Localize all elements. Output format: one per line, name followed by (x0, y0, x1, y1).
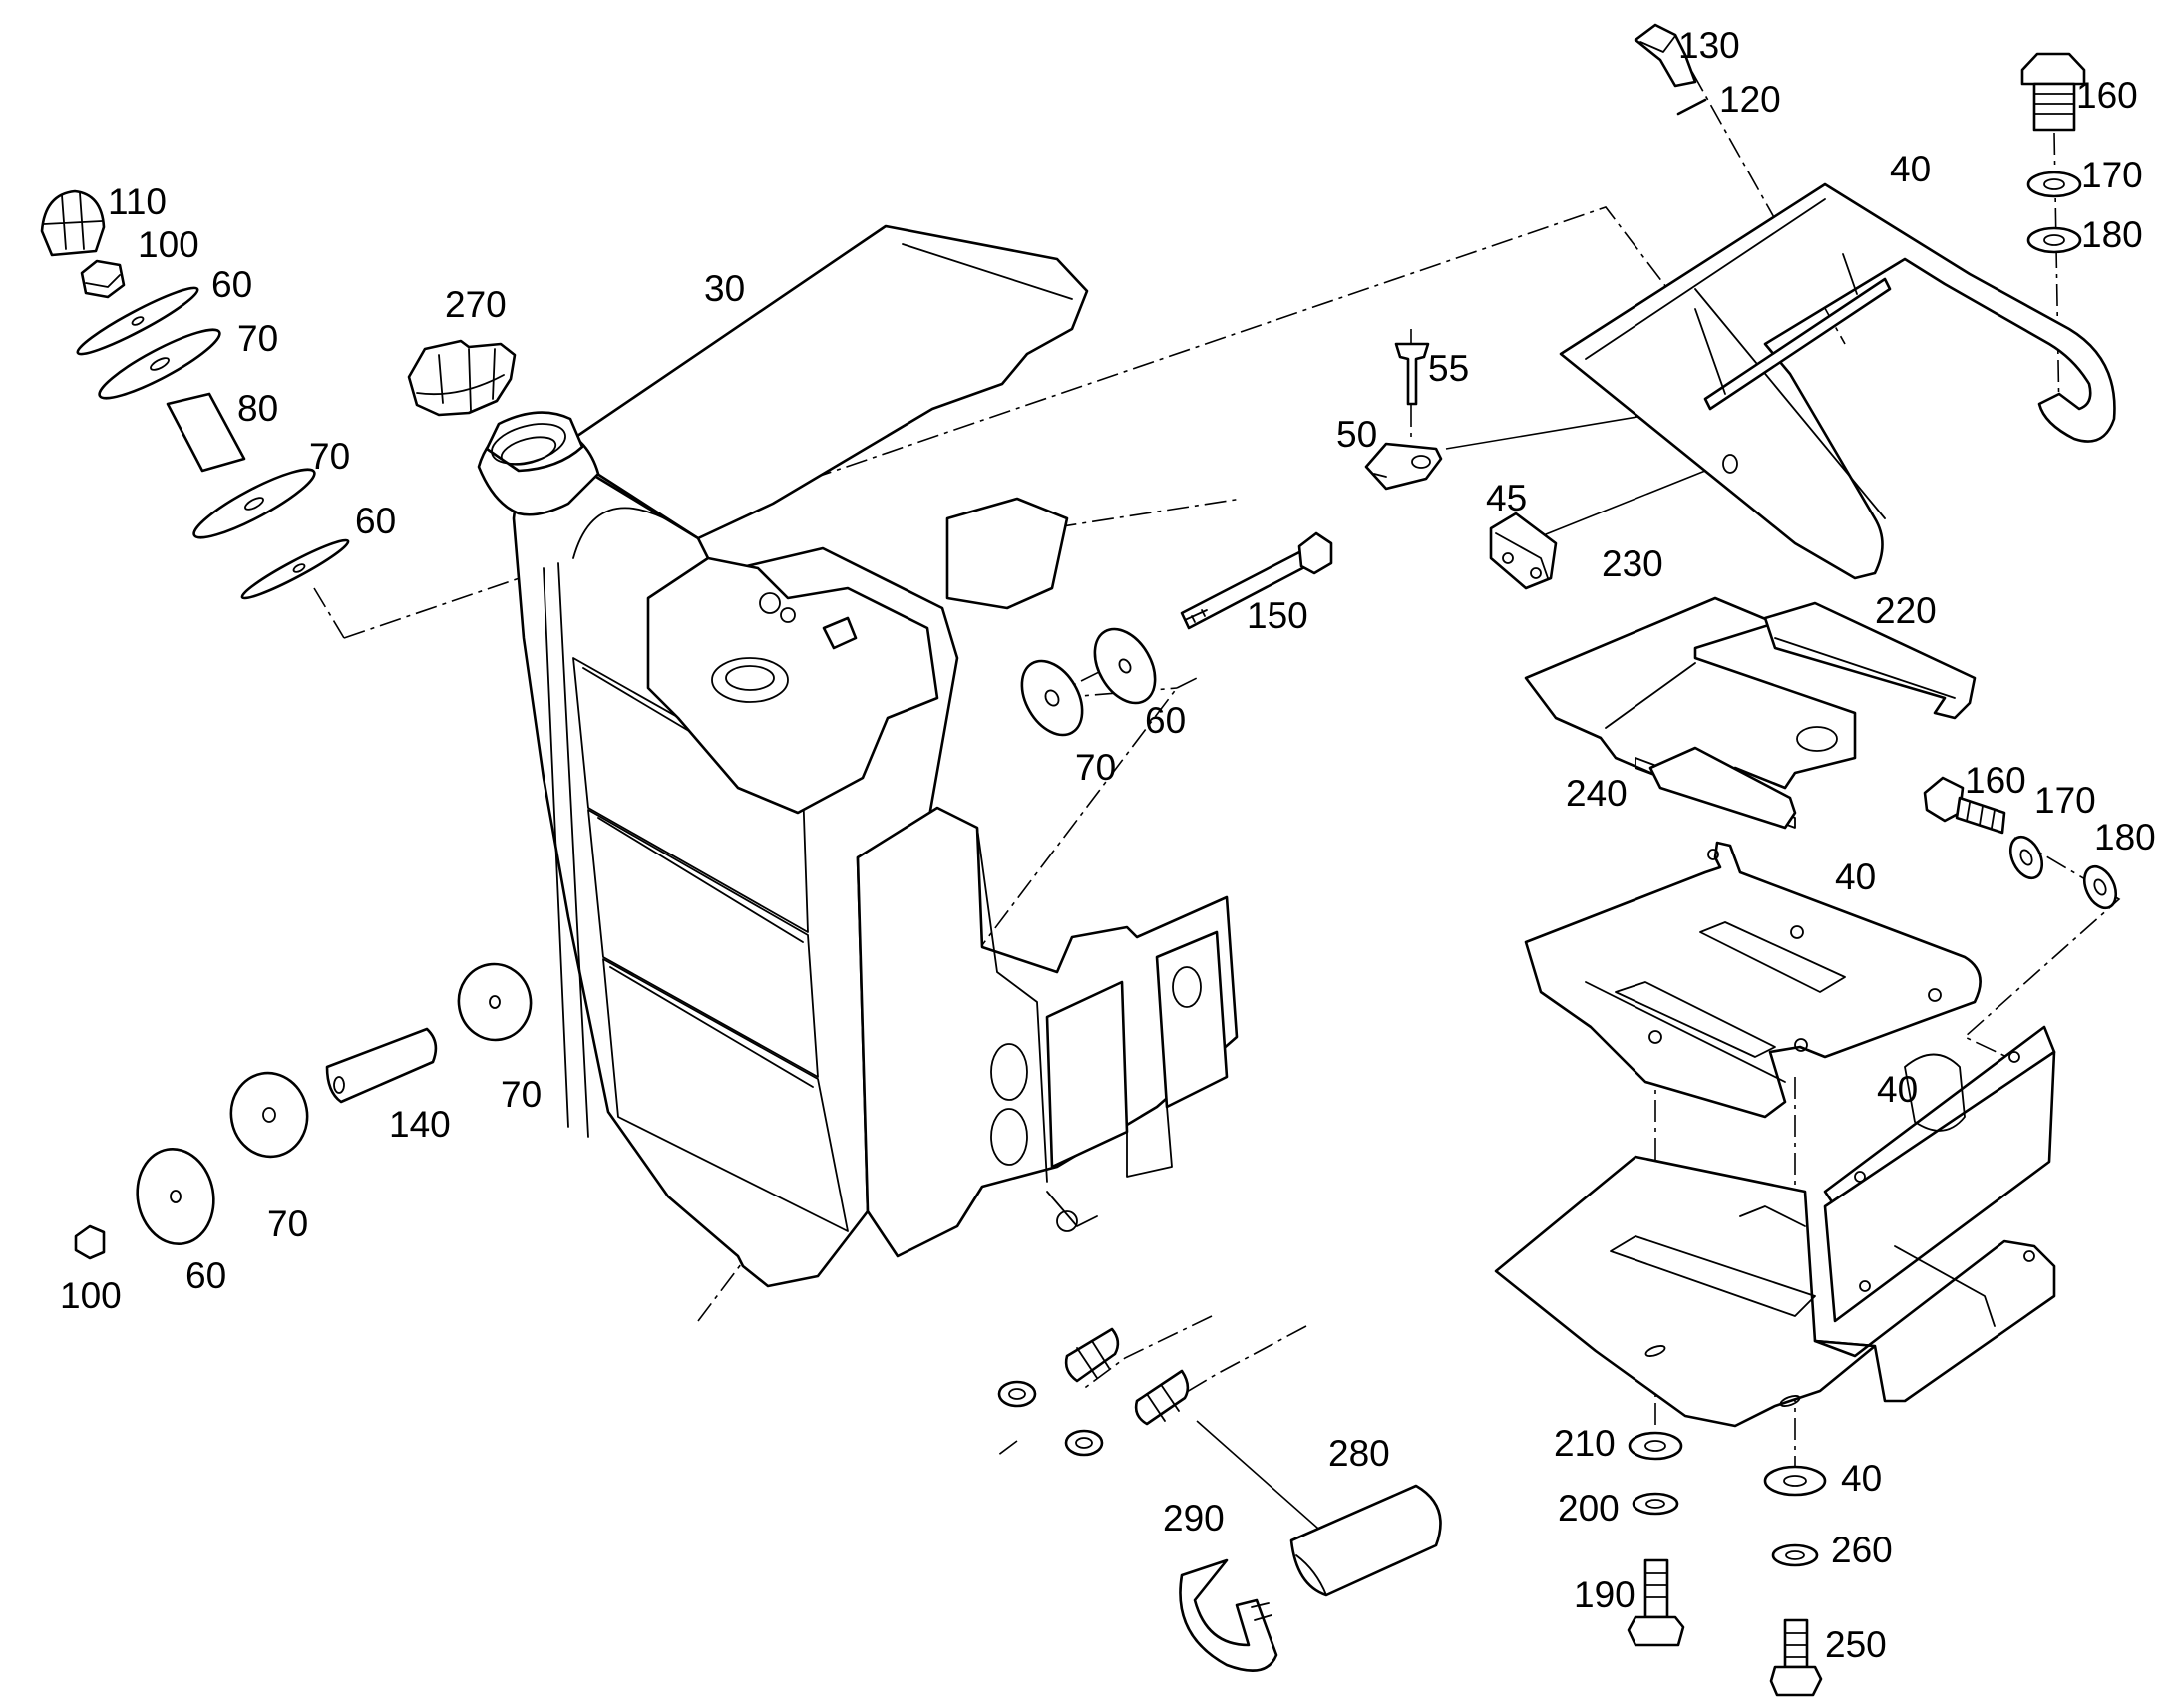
callout-60: 60 (1145, 700, 1186, 741)
callout-70: 70 (267, 1203, 308, 1244)
callout-250: 250 (1825, 1624, 1887, 1665)
callout-270: 270 (445, 284, 507, 325)
washer-70-lower (192, 468, 316, 539)
bolt-160-right (1923, 776, 2006, 835)
bracket-40-top (1559, 182, 2116, 580)
hex-nut-100 (80, 259, 126, 299)
callout-290: 290 (1163, 1498, 1225, 1538)
washer-260 (1771, 1543, 1819, 1567)
washer-70-mid (1020, 659, 1084, 737)
leader-lines (1196, 413, 1731, 1537)
washer-170-right (2008, 835, 2044, 880)
callout-45: 45 (1486, 478, 1527, 518)
callout-40: 40 (1835, 856, 1876, 897)
callout-180: 180 (2081, 214, 2143, 255)
callout-150: 150 (1247, 595, 1308, 636)
callout-190: 190 (1574, 1574, 1635, 1615)
callout-280: 280 (1328, 1433, 1390, 1474)
callout-labels: 110 100 60 70 80 70 60 270 30 130 120 40… (60, 25, 2156, 1665)
cap-nut-110 (40, 189, 106, 257)
callout-60: 60 (211, 264, 252, 305)
callout-40: 40 (1841, 1458, 1882, 1499)
callout-55: 55 (1428, 348, 1469, 389)
washer-60-left (136, 1147, 215, 1246)
washer-180-top (2026, 226, 2082, 254)
washer-60-lower (240, 538, 350, 600)
callout-220: 220 (1875, 590, 1937, 631)
callout-240: 240 (1566, 773, 1628, 814)
washer-40 (1763, 1465, 1827, 1497)
left-bottom-stack (74, 962, 533, 1260)
washer-210 (1628, 1431, 1683, 1461)
washer-60-mid (1093, 627, 1157, 705)
callout-160: 160 (1965, 760, 2026, 801)
callout-60: 60 (355, 501, 396, 541)
plate-220 (1763, 601, 1977, 720)
callout-70: 70 (501, 1074, 542, 1115)
callout-80: 80 (237, 388, 278, 429)
left-washer-stack (40, 189, 350, 600)
washer-200 (1632, 1492, 1679, 1516)
washer-170-top (2026, 171, 2082, 198)
callout-70: 70 (237, 318, 278, 359)
callout-60: 60 (185, 1255, 226, 1296)
pin-55 (1394, 342, 1430, 406)
hex-nut-100-bottom (74, 1224, 106, 1260)
bolt-150 (1180, 531, 1333, 630)
filler-cap-270 (407, 339, 517, 417)
bolt-190 (1627, 1558, 1685, 1647)
callout-70: 70 (309, 436, 350, 477)
callout-260: 260 (1831, 1530, 1893, 1570)
callout-100: 100 (60, 1275, 122, 1316)
band-clamp-290 (1179, 1558, 1278, 1672)
screw-130 (1634, 23, 1697, 88)
callout-170: 170 (2034, 780, 2096, 821)
rubber-pad-45 (1489, 512, 1558, 590)
washer-180-right (2082, 864, 2118, 910)
fuel-tank-30 (477, 224, 1239, 1288)
bolt-250 (1769, 1618, 1823, 1697)
callout-70: 70 (1075, 747, 1116, 788)
callout-120: 120 (1719, 79, 1781, 120)
washer-70-left (229, 1071, 309, 1159)
washer-70-top (98, 328, 221, 400)
washer-60-top (76, 286, 199, 356)
callout-230: 230 (1602, 543, 1663, 584)
pin-120 (1676, 98, 1707, 116)
plate-50 (1364, 442, 1443, 491)
sleeve-280 (1289, 1484, 1442, 1597)
plate-230-240 (1524, 596, 1857, 830)
bracket-40-lower (1494, 1025, 2056, 1428)
hose-clamps (997, 1327, 1190, 1457)
callout-200: 200 (1558, 1488, 1620, 1529)
sleeve-80 (166, 392, 246, 473)
bracket-40-middle (1524, 841, 1982, 1119)
spacer-140 (325, 1027, 438, 1104)
callout-100: 100 (138, 224, 199, 265)
callout-180: 180 (2094, 817, 2156, 857)
callout-140: 140 (389, 1104, 451, 1145)
callout-40: 40 (1877, 1069, 1918, 1110)
bolt-160-top (2020, 52, 2086, 132)
callout-210: 210 (1554, 1423, 1616, 1464)
callout-50: 50 (1336, 414, 1377, 455)
callout-170: 170 (2081, 155, 2143, 195)
callout-110: 110 (108, 181, 167, 222)
callout-30: 30 (704, 268, 745, 309)
callout-130: 130 (1678, 25, 1740, 66)
callout-160: 160 (2076, 75, 2138, 116)
callout-40: 40 (1890, 149, 1931, 189)
washer-70-bottom (457, 962, 533, 1042)
